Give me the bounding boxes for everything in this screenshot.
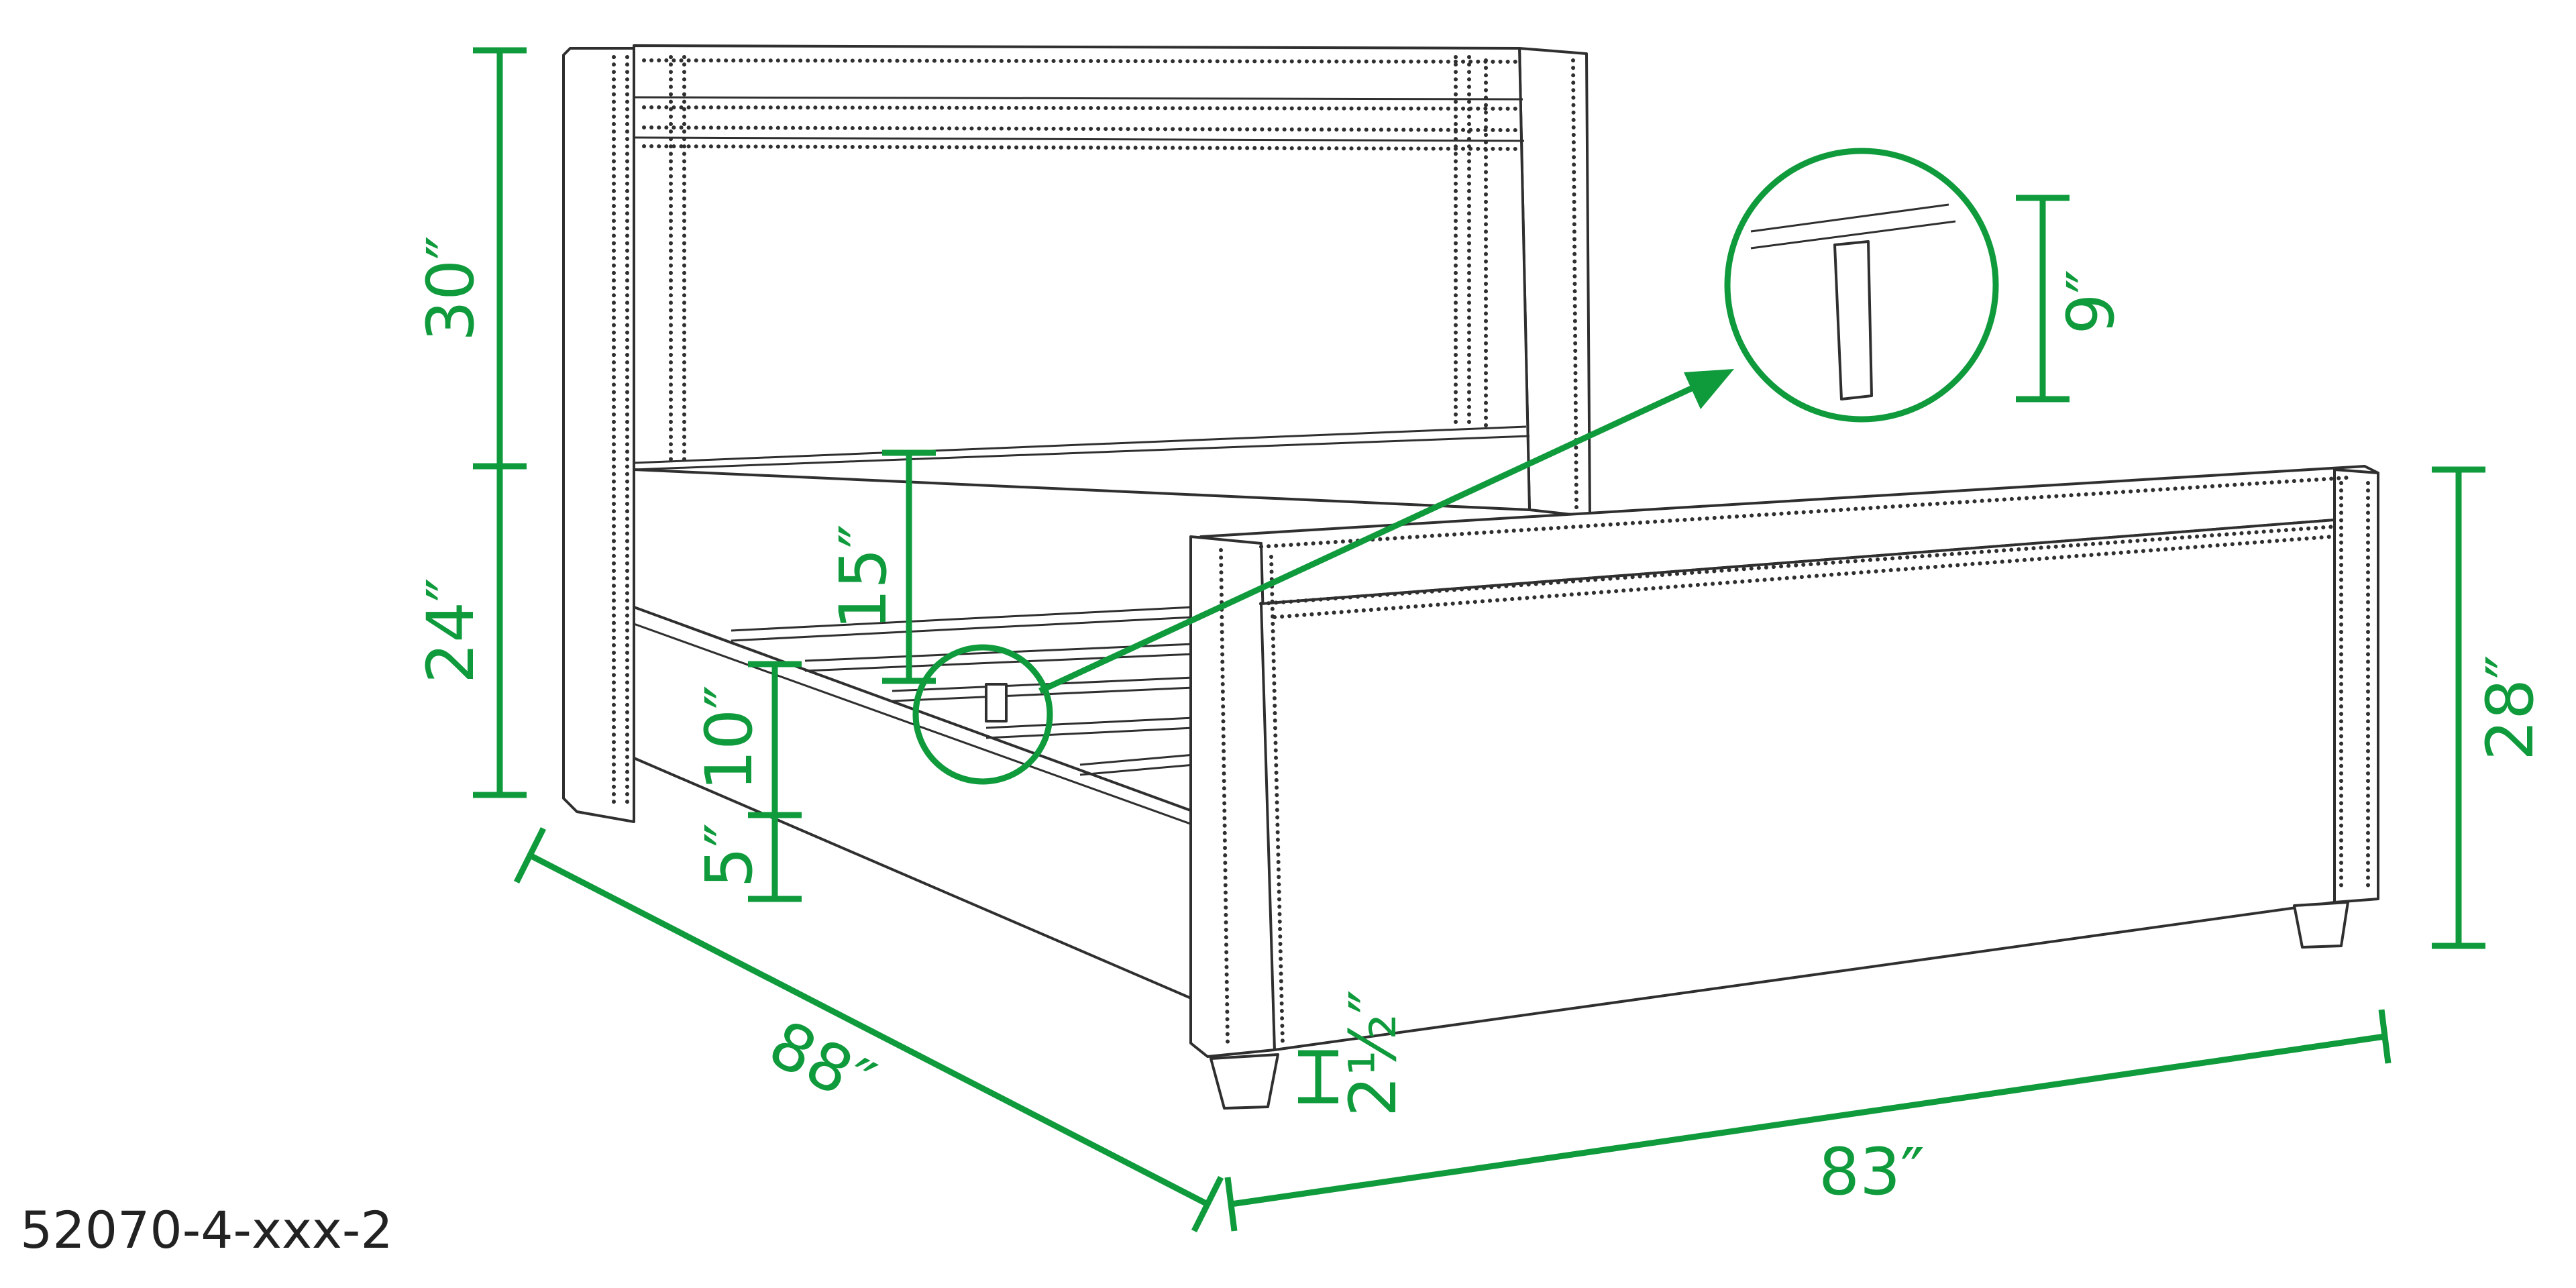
headboard: [562, 44, 1591, 823]
label-headboard-top: 30″: [413, 235, 488, 341]
label-footboard-height: 28″: [2473, 655, 2548, 761]
footboard-panel: [1260, 519, 2336, 1051]
model-code: 52070-4-xxx-2: [20, 1200, 393, 1260]
bed-frame: [633, 606, 1195, 1001]
headboard-left-wing: [562, 47, 635, 823]
headboard-panel: [633, 44, 1531, 511]
label-headboard-lower: 24″: [413, 578, 488, 684]
label-leg-height: 2½″: [1336, 989, 1411, 1117]
front-right-leg: [2293, 901, 2349, 949]
label-center-support: 9″: [2053, 270, 2129, 335]
center-support-leg: [985, 683, 1008, 722]
dimension-lines: [473, 47, 2485, 1233]
callout-small-circle: [912, 644, 1053, 785]
label-side-rail-height: 10″: [692, 685, 767, 791]
callout-arrow-head: [1684, 369, 1734, 409]
headboard-right-wing: [1518, 47, 1591, 518]
label-rail-clearance: 15″: [826, 524, 901, 630]
footboard: [1189, 465, 2379, 1110]
label-rail-to-floor: 5″: [692, 823, 767, 888]
label-bed-width: 83″: [1819, 1134, 1925, 1210]
center-support-callout: [912, 148, 1999, 785]
label-bed-length: 88″: [757, 1006, 886, 1122]
magnified-support-leg: [1833, 240, 1873, 400]
front-left-leg: [1210, 1053, 1279, 1110]
footboard-left-post: [1189, 535, 1276, 1058]
